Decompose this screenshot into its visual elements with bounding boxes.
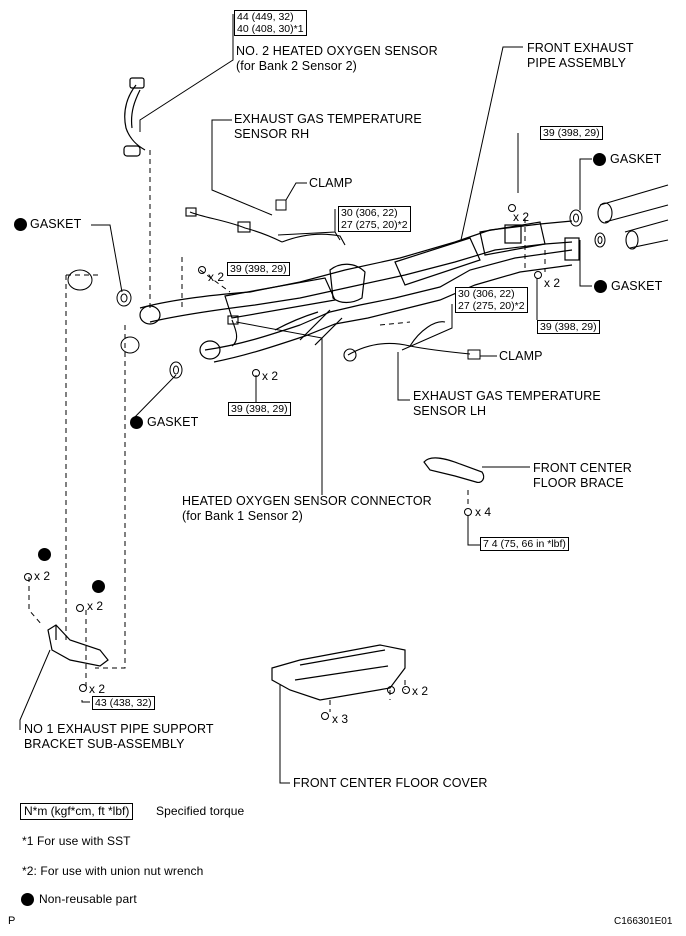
qty-top-right: x 2	[513, 210, 530, 224]
label-egt-sensor-lh: EXHAUST GAS TEMPERATURE SENSOR LH	[413, 389, 601, 418]
label-front-exhaust-pipe: FRONT EXHAUST PIPE ASSEMBLY	[527, 41, 634, 70]
qty-bracket-bottom: x 2	[89, 682, 106, 696]
label-clamp-right: CLAMP	[499, 349, 543, 363]
leader-front-exhaust	[460, 46, 523, 241]
qty-center-lower: x 2	[262, 369, 279, 383]
legend-note1: *1 For use with SST	[22, 834, 131, 848]
nonreusable-dot	[130, 416, 143, 429]
nonreusable-dot	[593, 153, 606, 166]
nonreusable-dot	[38, 548, 51, 561]
qty-brace: x 4	[475, 505, 492, 519]
egt-sensor-lh-illustration	[343, 321, 471, 362]
label-egt-sensor-rh: EXHAUST GAS TEMPERATURE SENSOR RH	[234, 112, 422, 141]
label-support-bracket: NO 1 EXHAUST PIPE SUPPORT BRACKET SUB-AS…	[24, 722, 214, 751]
gasket-right-top-shape	[569, 209, 583, 227]
label-gasket-right-bottom: GASKET	[611, 279, 663, 293]
clamp-top-illustration	[275, 199, 287, 211]
torque-egt-lh: 30 (306, 22) 27 (275, 20)*2	[455, 287, 528, 313]
label-gasket-right-top: GASKET	[610, 152, 662, 166]
gasket-left-top-shape	[116, 289, 132, 307]
qty-cover-right: x 2	[412, 684, 429, 698]
clamp-right-illustration	[467, 349, 481, 360]
support-bracket-illustration	[47, 624, 109, 667]
rear-pipes-illustration	[597, 184, 669, 250]
legend-nonreusable: Non-reusable part	[39, 892, 137, 906]
torque-egt-rh: 30 (306, 22) 27 (275, 20)*2	[338, 206, 411, 232]
floor-cover-illustration	[271, 644, 406, 701]
nonreusable-dot	[14, 218, 27, 231]
qty-right-lower: x 2	[544, 276, 561, 290]
label-gasket-left-top: GASKET	[30, 217, 82, 231]
torque-flange-mid-left: 39 (398, 29)	[227, 262, 290, 276]
leader-egt-rh	[211, 119, 273, 216]
heated-o2-connector-illustration	[227, 315, 239, 347]
nonreusable-dot	[594, 280, 607, 293]
qty-cover-bottom: x 3	[332, 712, 349, 726]
leader-o2-sensor	[139, 14, 234, 132]
label-front-center-floor-brace: FRONT CENTER FLOOR BRACE	[533, 461, 632, 490]
footer-right-code: C166301E01	[614, 916, 673, 927]
leader-clamp-top	[285, 182, 307, 201]
label-front-center-floor-cover: FRONT CENTER FLOOR COVER	[293, 776, 488, 790]
torque-brace: 7 4 (75, 66 in *lbf)	[480, 537, 569, 551]
qty-mid-left: x 2	[208, 270, 225, 284]
front-exhaust-pipe-illustration	[139, 220, 580, 363]
legend-note2: *2: For use with union nut wrench	[22, 864, 204, 878]
qty-bracket-top: x 2	[34, 569, 51, 583]
footer-left-code: P	[8, 915, 16, 927]
nonreusable-dot	[92, 580, 105, 593]
legend-unit-desc: Specified torque	[156, 804, 245, 818]
label-o2-sensor-b2s2: NO. 2 HEATED OXYGEN SENSOR (for Bank 2 S…	[236, 44, 438, 73]
legend-unit-box: N*m (kgf*cm, ft *lbf)	[20, 803, 134, 820]
torque-flange-top-right: 39 (398, 29)	[540, 126, 603, 140]
label-gasket-left-bottom: GASKET	[147, 415, 199, 429]
egt-sensor-rh-illustration	[185, 207, 346, 246]
torque-o2-sensor: 44 (449, 32) 40 (408, 30)*1	[234, 10, 307, 36]
label-clamp-top: CLAMP	[309, 176, 353, 190]
torque-flange-right-lower: 39 (398, 29)	[537, 320, 600, 334]
gasket-right-bottom-shape	[594, 232, 606, 248]
bolt-icons	[24, 204, 542, 720]
gasket-left-bottom-shape	[169, 361, 183, 379]
legend-nonreusable-dot	[21, 893, 34, 906]
o2-sensor-b2s2-illustration	[123, 77, 146, 157]
label-heated-o2-connector: HEATED OXYGEN SENSOR CONNECTOR (for Bank…	[182, 494, 432, 523]
qty-bracket-mid: x 2	[87, 599, 104, 613]
floor-brace-illustration	[423, 457, 485, 483]
torque-bracket: 43 (438, 32)	[92, 696, 155, 710]
torque-flange-bottom: 39 (398, 29)	[228, 402, 291, 416]
